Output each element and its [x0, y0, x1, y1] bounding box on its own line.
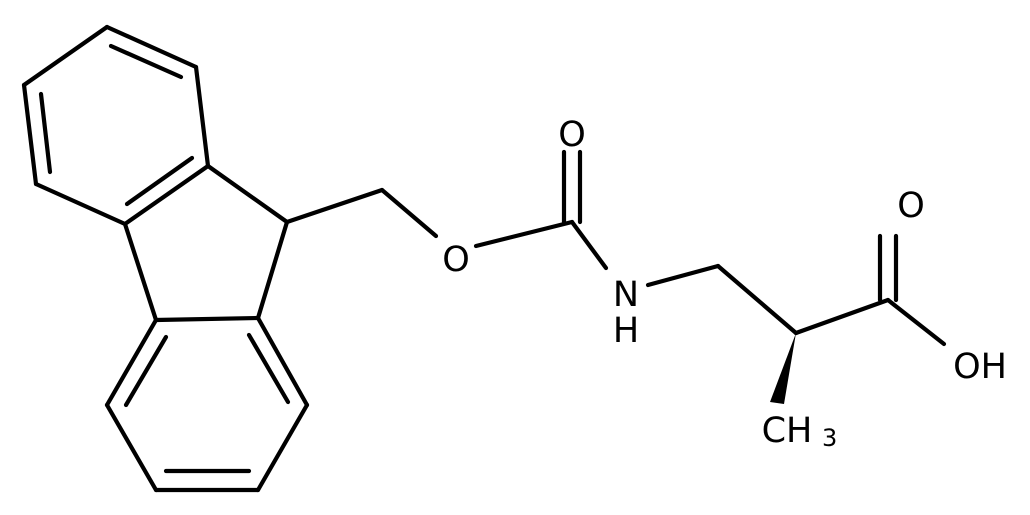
carbamate-carbonyl [561, 149, 609, 271]
fluorene-five-ring [122, 163, 290, 323]
fmoc-linker [284, 187, 575, 249]
fluorene-bottom-ring [104, 315, 310, 493]
stereo-wedge [770, 333, 796, 404]
carboxylic-acid [877, 233, 947, 347]
amide-hydrogen-label: H [613, 311, 639, 351]
amide-nitrogen-label: N [613, 275, 639, 315]
acid-hydroxyl-label: OH [953, 347, 1007, 387]
ester-oxygen-label: O [442, 240, 470, 280]
methyl-subscript: 3 [822, 424, 837, 452]
methyl-label: CH [762, 411, 813, 451]
acid-carbonyl-oxygen-label: O [897, 186, 925, 226]
fluorene-top-ring [21, 24, 211, 227]
amine-chain [645, 263, 891, 336]
carbonyl-oxygen-label: O [558, 115, 586, 155]
